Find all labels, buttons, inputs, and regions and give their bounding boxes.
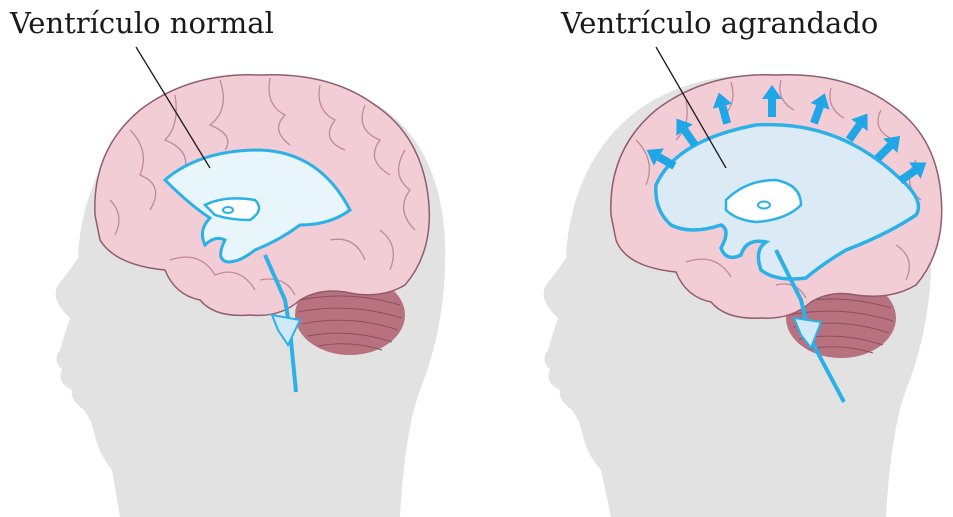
label-normal-ventricle: Ventrículo normal xyxy=(10,6,274,40)
label-enlarged-ventricle: Ventrículo agrandado xyxy=(561,6,878,40)
normal-ventricle-panel: Ventrículo normal xyxy=(0,0,476,517)
enlarged-head-diagram xyxy=(476,0,952,517)
enlarged-ventricle-panel: Ventrículo agrandado xyxy=(476,0,952,517)
normal-head-diagram xyxy=(0,0,476,517)
